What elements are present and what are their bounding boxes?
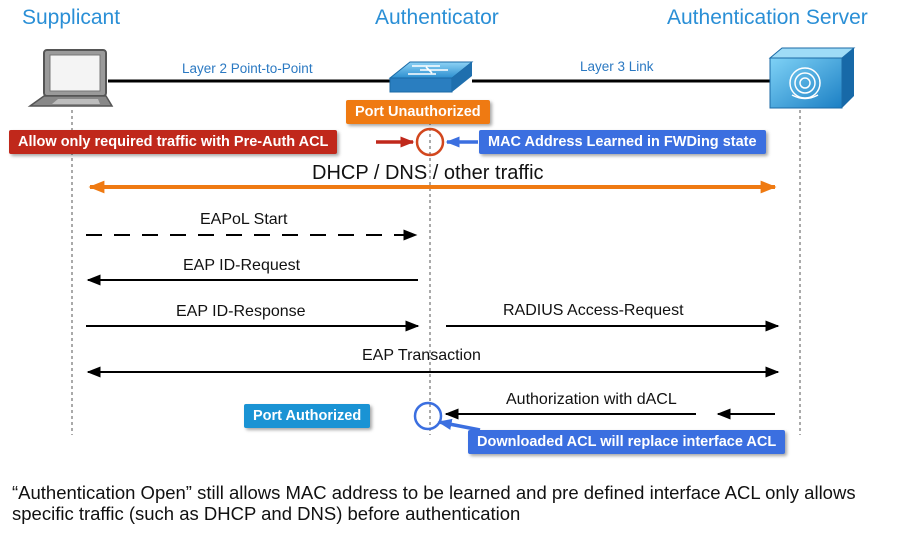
layer2-label: Layer 2 Point-to-Point: [182, 61, 313, 76]
eap-transaction-label: EAP Transaction: [362, 347, 481, 364]
supplicant-title: Supplicant: [22, 6, 121, 29]
mac-learned-badge: MAC Address Learned in FWDing state: [479, 130, 766, 154]
laptop-icon: [27, 49, 114, 107]
authenticator-title: Authenticator: [375, 6, 499, 29]
port-authorized-badge: Port Authorized: [244, 404, 371, 428]
radius-request-label: RADIUS Access-Request: [503, 302, 684, 319]
auth-server-title: Authentication Server: [667, 6, 868, 29]
layer3-label: Layer 3 Link: [580, 59, 654, 74]
footer-note: “Authentication Open” still allows MAC a…: [12, 482, 856, 524]
authz-dacl-label: Authorization with dACL: [506, 391, 677, 408]
eap-id-request-label: EAP ID-Request: [183, 257, 301, 274]
highlight-circle-auth: [413, 401, 443, 431]
dhcp-label: DHCP / DNS / other traffic: [312, 162, 544, 184]
auth-server-icon: [768, 47, 856, 109]
port-unauthorized-badge: Port Unauthorized: [346, 100, 490, 124]
dacl-replace-badge: Downloaded ACL will replace interface AC…: [468, 430, 786, 454]
highlight-circle-unauth: [415, 127, 445, 157]
eapol-start-label: EAPoL Start: [200, 211, 288, 228]
dacl-callout-arrow: [437, 418, 481, 432]
pre-auth-acl-badge: Allow only required traffic with Pre-Aut…: [9, 130, 338, 154]
switch-icon: [388, 61, 474, 93]
eap-id-response-label: EAP ID-Response: [176, 303, 306, 320]
